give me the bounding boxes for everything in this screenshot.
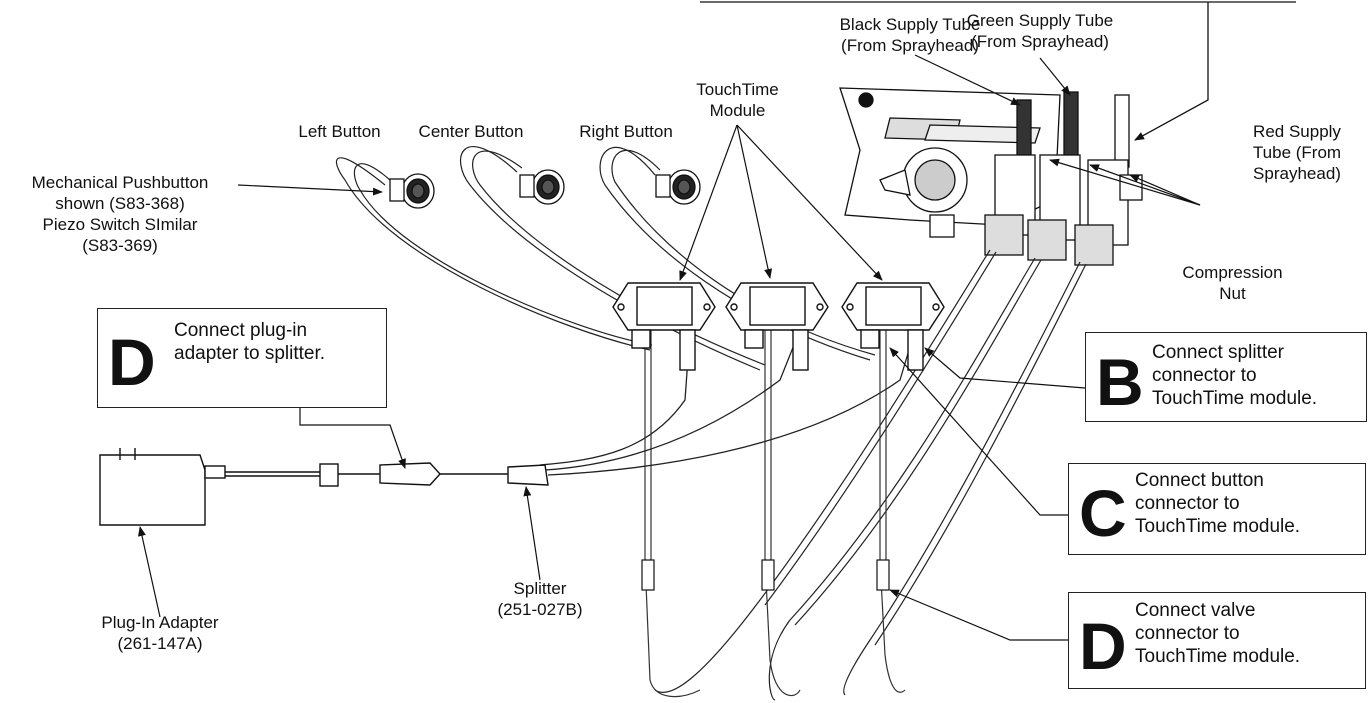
pushbutton-line-2: shown (S83-368)	[55, 194, 185, 213]
step-d-line-1: Connect plug-in	[174, 320, 308, 341]
right-button	[655, 169, 701, 205]
step-d-valve-text: Connect valve connector to TouchTime mod…	[1135, 599, 1300, 668]
step-d-text: Connect plug-in adapter to splitter.	[174, 319, 325, 365]
step-d-valve-line-2: connector to	[1135, 623, 1240, 644]
step-d-valve-box: D Connect valve connector to TouchTime m…	[1068, 592, 1366, 689]
step-b-letter: B	[1096, 345, 1144, 419]
step-c-letter: C	[1079, 476, 1127, 550]
step-d-valve-line-3: TouchTime module.	[1135, 646, 1301, 667]
valve-cables	[654, 249, 1087, 701]
leader-lines	[138, 54, 1201, 641]
step-c-box: C Connect button connector to TouchTime …	[1068, 463, 1366, 555]
splitter-label: Splitter (251-027B)	[475, 578, 605, 620]
red-supply-leader	[700, 1, 1296, 141]
plug-in-adapter-line-1: Plug-In Adapter	[101, 613, 219, 632]
black-supply-line-2: (From Sprayhead)	[841, 36, 979, 55]
step-b-line-3: TouchTime module.	[1152, 388, 1318, 409]
green-supply-line-2: (From Sprayhead)	[971, 32, 1109, 51]
green-supply-label: Green Supply Tube (From Sprayhead)	[955, 10, 1125, 52]
step-d-plug-in-box: D Connect plug-in adapter to splitter.	[97, 308, 387, 408]
step-b-line-2: connector to	[1152, 365, 1257, 386]
pushbutton-line-1: Mechanical Pushbutton	[31, 173, 209, 192]
valve-connectors	[641, 559, 890, 591]
step-c-line-2: connector to	[1135, 493, 1240, 514]
step-d-valve-letter: D	[1079, 609, 1127, 683]
red-supply-line-3: Sprayhead)	[1253, 164, 1341, 183]
plug-in-adapter	[99, 448, 549, 526]
step-c-line-1: Connect button	[1135, 470, 1264, 491]
black-supply-line-1: Black Supply Tube	[839, 15, 981, 34]
green-supply-line-1: Green Supply Tube	[966, 11, 1114, 30]
center-button-label: Center Button	[418, 122, 524, 141]
step-c-text: Connect button connector to TouchTime mo…	[1135, 469, 1300, 538]
touchtime-module-center	[725, 282, 829, 371]
splitter-line-2: (251-027B)	[497, 600, 583, 619]
module-cables	[644, 325, 906, 698]
black-supply-label: Black Supply Tube (From Sprayhead)	[825, 14, 995, 56]
touchtime-module-line-1: TouchTime	[696, 80, 779, 99]
step-b-box: B Connect splitter connector to TouchTim…	[1085, 332, 1367, 422]
pushbutton-line-4: (S83-369)	[82, 236, 158, 255]
plug-in-adapter-label: Plug-In Adapter (261-147A)	[80, 612, 240, 654]
touchtime-module-label: TouchTime Module	[680, 79, 795, 121]
left-button-label: Left Button	[298, 122, 381, 141]
plug-in-adapter-line-2: (261-147A)	[117, 634, 203, 653]
touchtime-module-right	[841, 282, 945, 371]
center-button	[519, 169, 565, 205]
compression-nut-line-1: Compression	[1182, 263, 1283, 282]
red-supply-line-2: Tube (From	[1252, 143, 1342, 162]
touchtime-module-left	[612, 282, 716, 371]
splitter-branches	[539, 329, 916, 476]
compression-nut-label: Compression Nut	[1170, 262, 1295, 304]
pushbutton-line-3: Piezo Switch SImilar	[42, 215, 198, 234]
step-d-letter: D	[108, 325, 156, 399]
pushbutton-label: Mechanical Pushbutton shown (S83-368) Pi…	[4, 172, 236, 256]
step-c-line-3: TouchTime module.	[1135, 516, 1301, 537]
step-d-valve-line-1: Connect valve	[1135, 600, 1256, 621]
valve-assembly	[839, 87, 1143, 266]
step-b-line-1: Connect splitter	[1152, 342, 1285, 363]
compression-nut-line-2: Nut	[1219, 284, 1246, 303]
splitter-line-1: Splitter	[513, 579, 567, 598]
red-supply-line-1: Red Supply	[1253, 122, 1341, 141]
touchtime-module-line-2: Module	[709, 101, 766, 120]
step-d-line-2: adapter to splitter.	[174, 343, 326, 364]
red-supply-label: Red Supply Tube (From Sprayhead)	[1232, 121, 1362, 184]
step-b-text: Connect splitter connector to TouchTime …	[1152, 341, 1317, 410]
left-button	[389, 173, 435, 209]
button-cables	[335, 146, 876, 371]
right-button-label: Right Button	[579, 122, 673, 141]
